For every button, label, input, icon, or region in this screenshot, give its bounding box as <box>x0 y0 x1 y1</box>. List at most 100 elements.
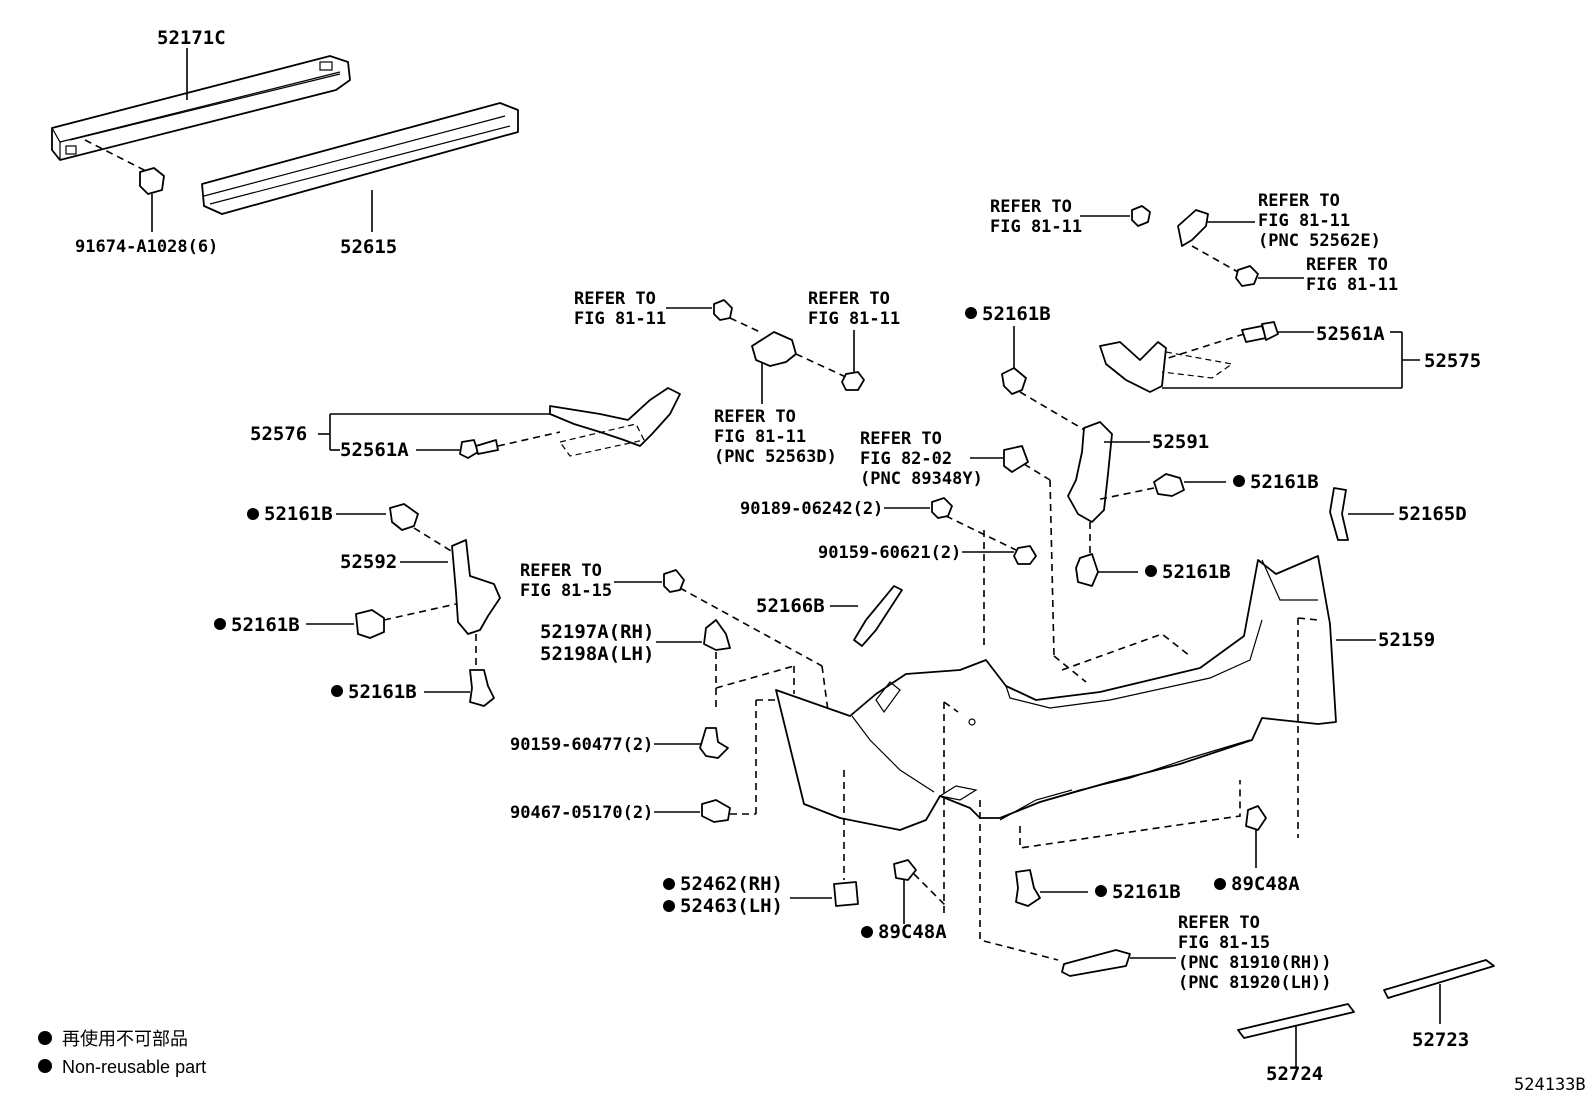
label-52161B: 52161B <box>231 614 300 636</box>
label-52592: 52592 <box>340 551 397 573</box>
label-52591: 52591 <box>1152 431 1209 453</box>
bolt-91674-A1028[interactable] <box>84 139 165 232</box>
non-reusable-marker <box>214 618 226 630</box>
non-reusable-marker <box>1233 475 1245 487</box>
non-reusable-marker <box>1214 878 1226 890</box>
label-refer-to: REFER TO <box>714 407 796 427</box>
label-52165D: 52165D <box>1398 503 1467 525</box>
clip-top-right[interactable] <box>1131 205 1151 227</box>
bracket-89C48A-bottom[interactable] <box>893 859 917 924</box>
reinforcement-52171C[interactable] <box>51 48 351 161</box>
bracket-89C48A-right[interactable] <box>1245 805 1267 868</box>
nut-89348Y[interactable] <box>1003 445 1029 473</box>
label-52724: 52724 <box>1266 1063 1323 1085</box>
label-52161B: 52161B <box>982 303 1051 325</box>
clip-52161B-l2[interactable] <box>389 503 419 531</box>
label-89C48A: 89C48A <box>878 921 947 943</box>
label-52161B: 52161B <box>1112 881 1181 903</box>
label-90159-60621: 90159-60621(2) <box>818 543 961 563</box>
label-52561A: 52561A <box>340 439 409 461</box>
screw-90159-60621[interactable] <box>1013 545 1037 565</box>
bolt-middle[interactable] <box>841 330 865 391</box>
label-52575: 52575 <box>1424 350 1481 372</box>
nut-top-right[interactable] <box>1235 265 1259 287</box>
label-52615: 52615 <box>340 236 397 258</box>
label-fig: FIG 81-15 <box>520 581 612 601</box>
label-52166B: 52166B <box>756 595 825 617</box>
legend-en: Non-reusable part <box>62 1057 206 1077</box>
absorber-52615[interactable] <box>201 102 519 232</box>
bracket-52563D[interactable] <box>751 331 797 404</box>
label-refer-to: REFER TO <box>990 197 1072 217</box>
label-52161B: 52161B <box>264 503 333 525</box>
label-pnc: (PNC 81920(LH)) <box>1178 973 1332 993</box>
bracket-52575[interactable] <box>1099 341 1234 393</box>
clip-52161B-bottom[interactable] <box>1015 869 1041 907</box>
label-refer-to: REFER TO <box>1178 913 1260 933</box>
non-reusable-marker <box>1095 885 1107 897</box>
retainer-52592[interactable] <box>451 539 501 635</box>
label-fig: FIG 81-11 <box>990 217 1082 237</box>
bolt-52561A-right[interactable] <box>1241 321 1279 343</box>
label-fig: FIG 82-02 <box>860 449 952 469</box>
bolt-52561A-left[interactable] <box>459 439 499 459</box>
legend: 再使用不可部品 Non-reusable part <box>38 1029 206 1077</box>
reflector-81910[interactable] <box>1061 949 1176 977</box>
label-52161B: 52161B <box>1162 561 1231 583</box>
label-90189-06242: 90189-06242(2) <box>740 499 883 519</box>
label-52463: 52463(LH) <box>680 895 783 917</box>
clip-middle[interactable] <box>713 299 733 321</box>
label-fig: FIG 81-11 <box>808 309 900 329</box>
label-pnc: (PNC 89348Y) <box>860 469 983 489</box>
retainer-52591[interactable] <box>1067 421 1150 523</box>
clip-52161B-top[interactable] <box>1001 367 1027 395</box>
label-52171C: 52171C <box>157 27 226 49</box>
clip-52161B-l4[interactable] <box>469 669 495 707</box>
label-pnc: (PNC 52562E) <box>1258 231 1381 251</box>
legend-dot-icon <box>38 1031 52 1045</box>
clip-52197A[interactable] <box>703 619 731 651</box>
non-reusable-marker <box>861 926 873 938</box>
label-fig: FIG 81-15 <box>1178 933 1270 953</box>
label-refer-to: REFER TO <box>574 289 656 309</box>
clip-90467-05170[interactable] <box>701 799 731 823</box>
clip-90189-06242[interactable] <box>931 497 953 519</box>
clip-52161B-l3[interactable] <box>355 609 385 639</box>
label-refer-to: REFER TO <box>1258 191 1340 211</box>
moulding-52723[interactable] <box>1383 959 1495 1024</box>
label-52561A: 52561A <box>1316 323 1385 345</box>
label-52197A: 52197A(RH) <box>540 621 654 643</box>
non-reusable-marker <box>965 307 977 319</box>
label-52576: 52576 <box>250 423 307 445</box>
label-refer-to: REFER TO <box>520 561 602 581</box>
label-fig: FIG 81-11 <box>1258 211 1350 231</box>
label-90467-05170: 90467-05170(2) <box>510 803 653 823</box>
seal-52165D[interactable] <box>1329 487 1394 541</box>
label-52161B: 52161B <box>348 681 417 703</box>
clip-52161B-l1[interactable] <box>1075 553 1099 587</box>
non-reusable-marker <box>1145 565 1157 577</box>
screw-90159-60477[interactable] <box>699 727 729 759</box>
label-fig: FIG 81-11 <box>574 309 666 329</box>
non-reusable-marker <box>247 508 259 520</box>
label-refer-to: REFER TO <box>1306 255 1388 275</box>
label-pnc: (PNC 52563D) <box>714 447 837 467</box>
label-pnc: (PNC 81910(RH)) <box>1178 953 1332 973</box>
moulding-52724[interactable] <box>1237 1003 1355 1068</box>
label-52462: 52462(RH) <box>680 873 783 895</box>
bracket-52576[interactable] <box>549 387 681 457</box>
seal-52166B[interactable] <box>853 585 903 647</box>
label-91674-A1028: 91674-A1028(6) <box>75 237 218 257</box>
legend-dot-icon <box>38 1059 52 1073</box>
clip-fig-81-15[interactable] <box>663 569 685 593</box>
legend-jp: 再使用不可部品 <box>62 1029 188 1049</box>
label-52723: 52723 <box>1412 1029 1469 1051</box>
label-refer-to: REFER TO <box>860 429 942 449</box>
cap-52462[interactable] <box>833 881 859 907</box>
bumper-cover-52159[interactable] <box>775 555 1376 961</box>
label-52159: 52159 <box>1378 629 1435 651</box>
clip-52161B-r1[interactable] <box>1153 473 1185 497</box>
non-reusable-marker <box>331 685 343 697</box>
bracket-52562E[interactable] <box>1177 209 1255 247</box>
